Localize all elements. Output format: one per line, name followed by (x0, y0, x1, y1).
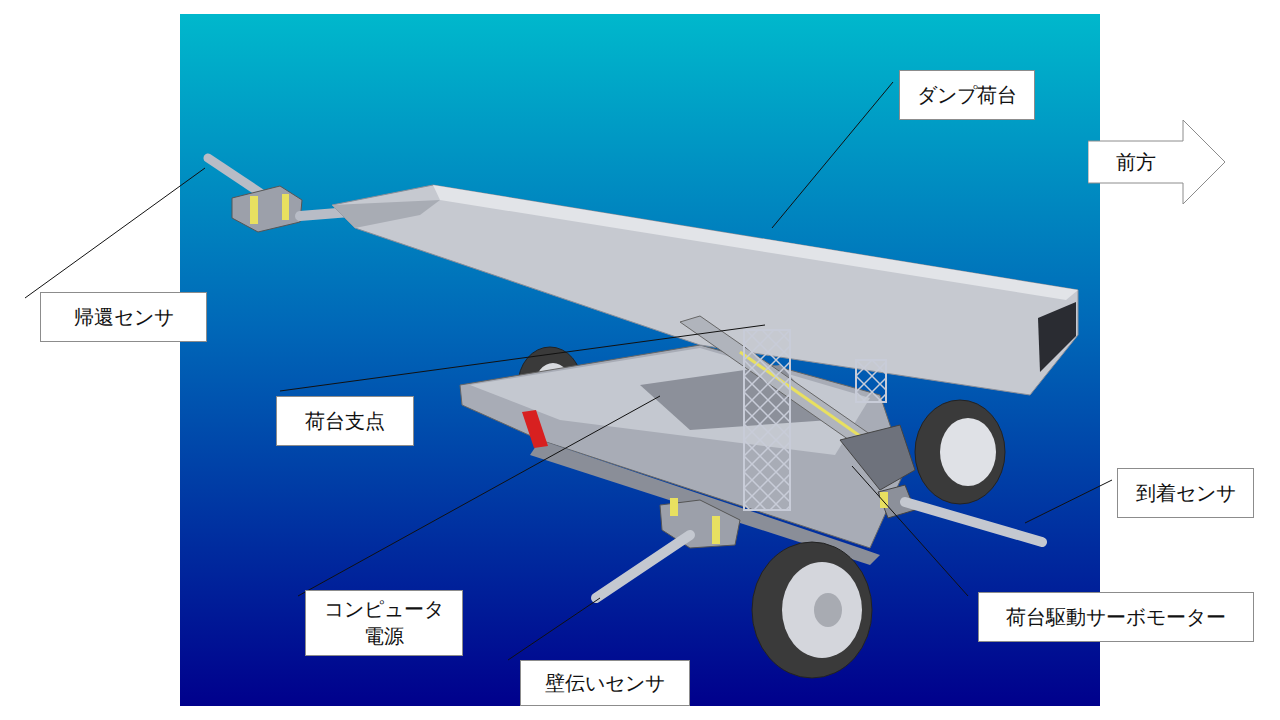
leader-line (298, 396, 660, 596)
leader-line (1025, 480, 1112, 523)
wheel-hub (782, 562, 862, 658)
sensor-band (670, 498, 678, 516)
wheel (752, 542, 872, 678)
part-name: 荷台支点 (305, 408, 385, 435)
leader-lines (25, 82, 1112, 660)
servo-motor (840, 425, 915, 490)
sensor-rod (596, 535, 690, 598)
callout-label: 到着センサ (1117, 468, 1254, 518)
dump-bed-end (332, 200, 440, 228)
part-name: 壁伝いセンサ (545, 670, 665, 697)
callout-label: コンピュータ 電源 (305, 590, 463, 656)
callout-label: 荷台駆動サーボモーター (978, 592, 1254, 642)
wheel (915, 400, 1005, 504)
callout-label: 荷台支点 (276, 396, 414, 446)
dump-bed (332, 185, 1078, 395)
direction-arrow: 前方 (1088, 120, 1226, 204)
sensor-band (712, 516, 720, 544)
dump-bed-rim (433, 185, 1078, 300)
wheel-hub (940, 418, 996, 486)
sensor-band (282, 194, 289, 220)
leader-line (25, 168, 205, 298)
background-panel (180, 14, 1100, 706)
part-name: コンピュータ 電源 (316, 596, 452, 650)
sensor-body (232, 186, 302, 232)
lattice-support (856, 360, 886, 402)
dump-bed-front (1038, 302, 1076, 372)
lattice-support (744, 330, 790, 510)
wheel-axle (814, 593, 842, 627)
sensor-rod (208, 158, 262, 194)
callout-label: 帰還センサ (40, 292, 207, 342)
leader-line (280, 325, 765, 391)
sensor-rod (905, 502, 1042, 542)
arrow-shape (1088, 120, 1225, 204)
callout-label: ダンプ荷台 (899, 70, 1035, 120)
part-name: 荷台駆動サーボモーター (1006, 604, 1226, 631)
arrow-outline (1088, 120, 1226, 204)
arrow-text-holder: 前方 (1088, 141, 1183, 183)
red-marker (522, 410, 548, 448)
leader-line (852, 466, 968, 596)
leader-line (508, 598, 600, 660)
leader-line (772, 82, 893, 228)
direction-label: 前方 (1116, 149, 1156, 176)
part-name: ダンプ荷台 (917, 82, 1017, 109)
sensor-band (250, 196, 258, 224)
part-name: 到着センサ (1136, 480, 1236, 507)
callout-label: 壁伝いセンサ (520, 660, 690, 706)
chassis (460, 345, 905, 548)
part-name: 帰還センサ (74, 304, 174, 331)
